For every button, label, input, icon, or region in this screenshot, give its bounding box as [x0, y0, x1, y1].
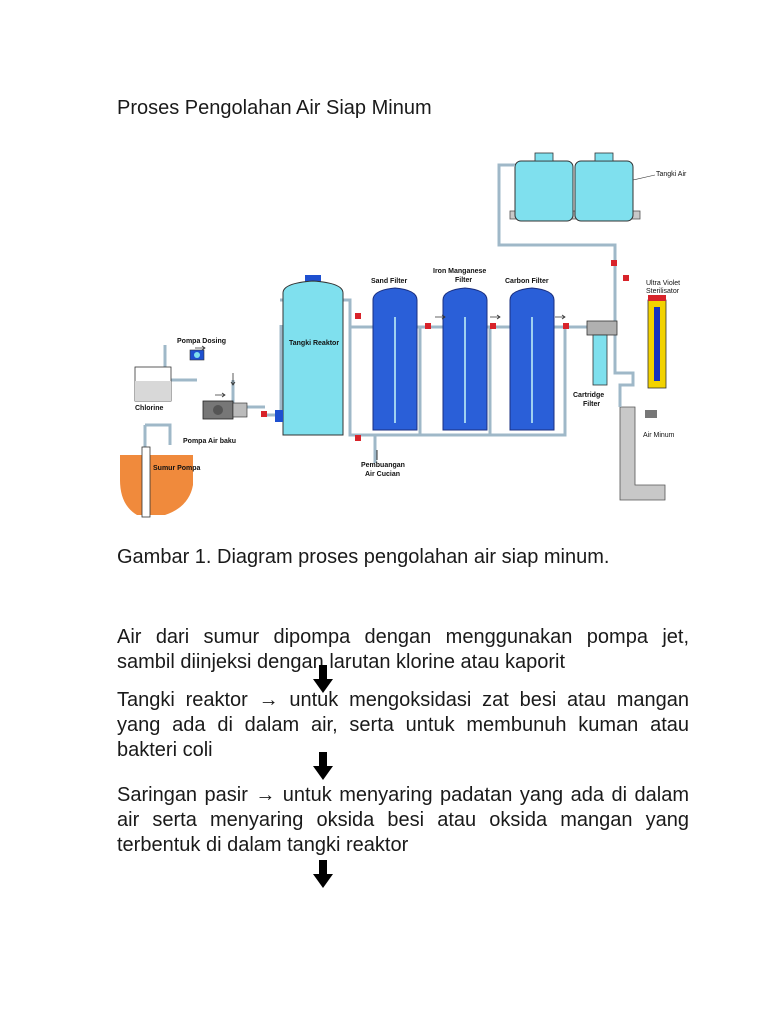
uv-sterilizer — [647, 295, 667, 389]
down-arrow-icon — [313, 860, 333, 888]
cartridge-filter — [586, 320, 618, 386]
down-arrow-icon — [313, 752, 333, 780]
label-cartridge-1: Cartridge — [573, 392, 604, 399]
paragraph-3: Saringan pasir → untuk menyaring padatan… — [117, 784, 689, 856]
paragraph-2: Tangki reaktor → untuk mengoksidasi zat … — [117, 689, 689, 761]
label-carbon-filter: Carbon Filter — [505, 278, 549, 285]
label-tangki-reaktor: Tangki Reaktor — [289, 340, 339, 347]
paragraph-1: Air dari sumur dipompa dengan menggunaka… — [117, 626, 689, 673]
label-air-minum: Air Minum — [643, 432, 675, 439]
flow-arrows — [195, 314, 566, 398]
down-arrow-icon — [313, 665, 333, 693]
label-pompa-air-baku: Pompa Air baku — [183, 438, 236, 445]
label-uv-1: Ultra Violet — [646, 280, 680, 287]
water-treatment-diagram: Tangki Air Ultra Violet Sterilisator Tan… — [120, 152, 687, 518]
valves — [261, 260, 629, 441]
label-pembuangan-2: Air Cucian — [365, 471, 400, 478]
well — [120, 446, 193, 518]
chlorine-tank — [134, 366, 172, 402]
drinking-stand — [618, 381, 666, 501]
label-uv-2: Sterilisator — [646, 288, 680, 295]
figure-caption: Gambar 1. Diagram proses pengolahan air … — [117, 546, 610, 568]
raw-water-pump — [202, 400, 248, 420]
carbon-filter — [509, 287, 555, 431]
label-pembuangan-1: Pembuangan — [361, 462, 405, 469]
label-sand-filter: Sand Filter — [371, 278, 407, 285]
reactor-tank — [275, 275, 344, 436]
label-chlorine: Chlorine — [135, 405, 163, 412]
storage-tanks — [509, 152, 641, 222]
label-sumur-pompa: Sumur Pompa — [153, 465, 201, 472]
iron-manganese-filter — [442, 287, 488, 431]
label-iron-1: Iron Manganese — [433, 268, 486, 275]
label-iron-2: Filter — [455, 277, 472, 284]
label-cartridge-2: Filter — [583, 401, 600, 408]
sand-filter — [372, 287, 418, 431]
label-pompa-dosing: Pompa Dosing — [177, 338, 226, 345]
dosing-pump — [189, 349, 205, 361]
label-tangki-air: Tangki Air — [656, 171, 687, 178]
page-title: Proses Pengolahan Air Siap Minum — [117, 97, 432, 119]
